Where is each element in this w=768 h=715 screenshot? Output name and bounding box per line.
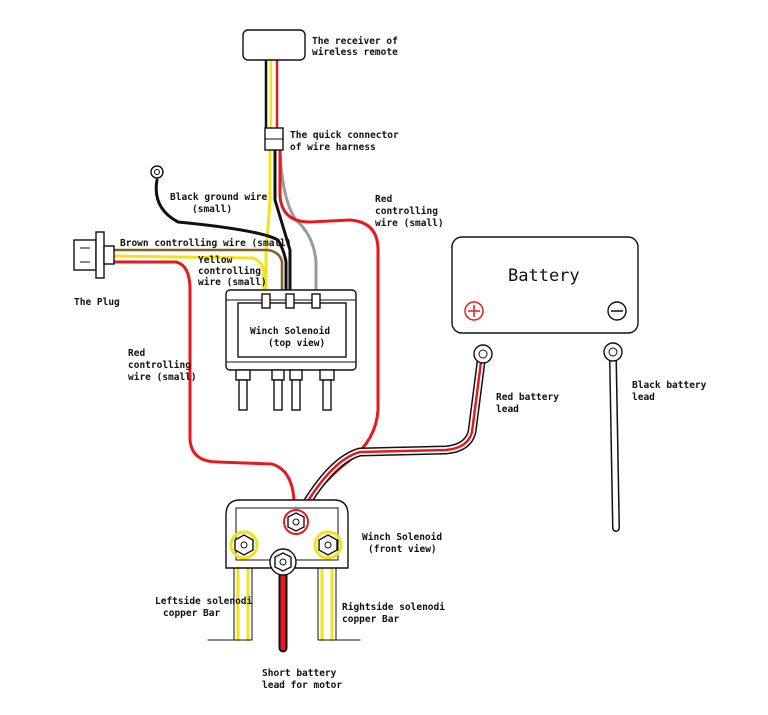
wireless-receiver bbox=[242, 29, 306, 61]
short-lead-label-1: Short battery bbox=[262, 668, 337, 679]
plug-body bbox=[73, 239, 97, 271]
receiver-body bbox=[242, 29, 306, 61]
solenoid-top-post-3 bbox=[289, 369, 303, 381]
black-lead-ring-outer bbox=[603, 342, 623, 362]
black-battery-lead-inner bbox=[610, 359, 619, 531]
solenoid-top-stud-2 bbox=[273, 379, 283, 411]
red-ctrl-top-label-1: Red bbox=[375, 194, 392, 205]
solenoid-front-label-1: Winch Solenoid bbox=[362, 532, 442, 543]
receiver-label-2: wireless remote bbox=[312, 47, 398, 58]
plug-neck bbox=[103, 245, 115, 265]
solenoid-top-panel bbox=[237, 302, 347, 358]
solenoid-top-label-2: (top view) bbox=[268, 338, 325, 349]
solenoid-top-post-4 bbox=[319, 369, 335, 381]
red-ctrl-left-label-2: controlling bbox=[128, 360, 191, 371]
red-ctrl-left-label-3: wire (small) bbox=[128, 372, 197, 383]
solenoid-front-label-2: (front view) bbox=[368, 544, 437, 555]
connector-label-1: The quick connector bbox=[290, 130, 399, 141]
red-lead-label-1: Red battery bbox=[496, 392, 559, 403]
ground-ring-hole bbox=[154, 169, 160, 175]
center-bottom-terminal-stud bbox=[279, 558, 287, 566]
red-ctrl-top-label-2: controlling bbox=[375, 206, 438, 217]
yellow-controlling-wire bbox=[110, 254, 266, 307]
left-bar-label-2: copper Bar bbox=[163, 608, 220, 619]
brown-controlling-wire bbox=[110, 248, 284, 307]
right-bar-label-2: copper Bar bbox=[342, 614, 399, 625]
yellow-ctrl-label-2: controlling bbox=[198, 266, 261, 277]
right-copper-bar-outline bbox=[317, 564, 361, 641]
brown-ctrl-label: Brown controlling wire (small) bbox=[120, 238, 292, 249]
solenoid-top-stud-1 bbox=[238, 379, 248, 411]
red-battery-lead-core bbox=[296, 360, 483, 520]
red-lead-ring-outer bbox=[473, 344, 493, 364]
yellow-ctrl-label-1: Yellow bbox=[198, 255, 233, 266]
plus-icon bbox=[468, 305, 480, 317]
red-ctrl-top-label-3: wire (small) bbox=[375, 218, 444, 229]
black-ground-wire bbox=[154, 178, 288, 307]
ground-ring-outer bbox=[150, 165, 164, 179]
black-lead-ring-terminal bbox=[603, 342, 623, 362]
right-terminal-nut bbox=[318, 534, 338, 556]
solenoid-front-view bbox=[225, 499, 349, 576]
solenoid-top-pin-3 bbox=[311, 293, 321, 309]
red-controlling-wire-left bbox=[110, 260, 297, 524]
short-lead-label-2: lead for motor bbox=[262, 680, 342, 691]
yellow-ctrl-label-3: wire (small) bbox=[198, 277, 267, 288]
black-harness-wire bbox=[273, 148, 292, 307]
battery-body bbox=[451, 236, 639, 334]
battery bbox=[451, 236, 639, 334]
left-terminal-nut bbox=[234, 534, 254, 556]
red-lead-ring-hole bbox=[478, 349, 488, 359]
center-top-terminal-ring bbox=[283, 509, 309, 535]
battery-label: Battery bbox=[508, 266, 580, 286]
right-terminal-stud bbox=[324, 541, 332, 549]
left-bar-label-1: Leftside solenodi bbox=[155, 596, 253, 607]
black-lead-label-2: lead bbox=[632, 392, 655, 403]
left-copper-bar-outline bbox=[207, 564, 253, 641]
right-bar-label-1: Rightside solenodi bbox=[342, 602, 445, 613]
left-terminal-ring bbox=[229, 530, 259, 560]
center-bottom-terminal-nut bbox=[274, 552, 292, 572]
red-lead-label-2: lead bbox=[496, 404, 519, 415]
connector-label-2: of wire harness bbox=[290, 142, 376, 153]
receiver-label-1: The receiver of bbox=[312, 36, 398, 47]
center-top-terminal-stud bbox=[292, 518, 300, 526]
red-ctrl-left-label-1: Red bbox=[128, 348, 145, 359]
solenoid-top-pin-2 bbox=[285, 293, 295, 309]
wires bbox=[110, 58, 620, 653]
plug bbox=[73, 231, 115, 279]
ground-ring-terminal bbox=[150, 165, 164, 179]
solenoid-top-stud-4 bbox=[322, 379, 332, 411]
black-ground-label-1: Black ground wire bbox=[170, 192, 268, 203]
solenoid-top-pin-1 bbox=[261, 293, 271, 309]
red-lead-ring-terminal bbox=[473, 344, 493, 364]
plug-label: The Plug bbox=[74, 297, 120, 308]
plug-flange bbox=[95, 231, 105, 279]
black-lead-ring-hole bbox=[608, 347, 618, 357]
right-terminal-ring bbox=[313, 530, 343, 560]
solenoid-top-label-1: Winch Solenoid bbox=[250, 326, 330, 337]
solenoid-top-post-1 bbox=[235, 369, 251, 381]
left-terminal-stud bbox=[240, 541, 248, 549]
black-lead-label-1: Black battery bbox=[632, 380, 707, 391]
solenoid-top-post-2 bbox=[271, 369, 285, 381]
solenoid-top-view bbox=[225, 289, 357, 411]
quick-connector bbox=[264, 127, 284, 151]
black-ground-label-2: (small) bbox=[192, 204, 232, 215]
center-top-terminal-nut bbox=[287, 512, 305, 532]
solenoid-top-stud-3 bbox=[291, 379, 301, 411]
